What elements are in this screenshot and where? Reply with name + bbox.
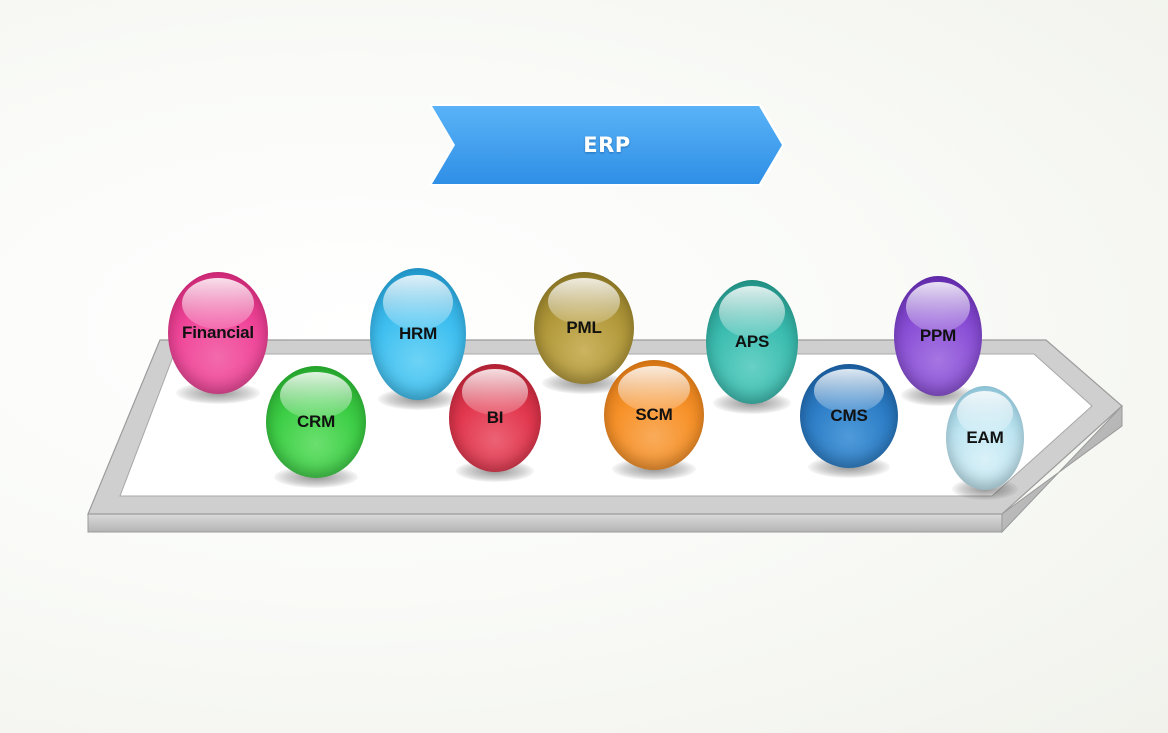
banner-arrow-shape [429, 104, 785, 186]
module-label: EAM [966, 428, 1004, 447]
module-label: HRM [398, 324, 438, 343]
module-aps[interactable]: APS [706, 280, 798, 414]
module-hrm[interactable]: HRM [370, 268, 466, 410]
module-label: PPM [919, 326, 957, 345]
module-label: BI [486, 408, 504, 427]
module-eam[interactable]: EAM [946, 386, 1024, 500]
module-crm[interactable]: CRM [266, 366, 366, 488]
module-label: APS [734, 332, 770, 351]
module-scm[interactable]: SCM [604, 360, 704, 480]
module-bi[interactable]: BI [449, 364, 541, 482]
module-label: SCM [635, 405, 673, 424]
module-label: PML [566, 318, 602, 337]
module-label: CRM [296, 412, 336, 431]
module-cms[interactable]: CMS [800, 364, 898, 478]
erp-title: ERP [583, 133, 631, 157]
module-pml[interactable]: PML [534, 272, 634, 394]
module-label: Financial [182, 323, 254, 342]
module-ppm[interactable]: PPM [894, 276, 982, 406]
module-financial[interactable]: Financial [168, 272, 268, 404]
erp-banner: ERP [427, 102, 787, 188]
module-label: CMS [830, 406, 868, 425]
